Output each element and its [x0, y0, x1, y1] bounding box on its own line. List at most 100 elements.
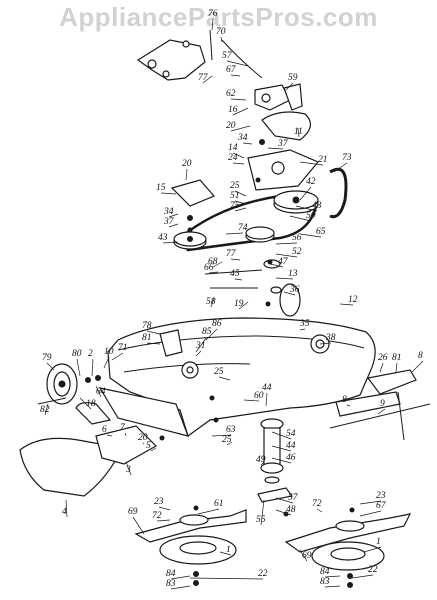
leader-line	[395, 362, 398, 373]
part-callout-20: 20	[138, 433, 148, 443]
leader-line	[275, 277, 294, 280]
leader-line	[324, 585, 341, 588]
part-callout-47: 47	[278, 257, 289, 267]
part-callout-45: 45	[230, 269, 240, 279]
part-callout-46: 46	[286, 453, 296, 463]
part-callout-50: 50	[306, 211, 316, 221]
part-callout-85: 85	[202, 327, 212, 337]
part-callout-72: 72	[312, 499, 322, 509]
leader-line	[168, 213, 179, 218]
leader-line	[211, 434, 232, 437]
leader-line	[146, 330, 161, 335]
leader-line	[158, 506, 171, 511]
leader-line	[295, 205, 318, 212]
part-callout-77: 77	[198, 73, 209, 83]
leader-line	[242, 142, 253, 145]
leader-line	[339, 303, 354, 306]
leader-line	[162, 241, 179, 244]
leader-line	[111, 352, 124, 361]
leader-line	[124, 432, 127, 437]
leader-line	[359, 510, 382, 517]
leader-line	[170, 575, 191, 580]
leader-line	[218, 376, 231, 381]
part-callout-48: 48	[286, 505, 296, 515]
gauge-wheel	[37, 363, 78, 405]
leader-line	[411, 360, 424, 373]
part-callout-11: 11	[294, 127, 303, 137]
leader-line	[377, 408, 386, 415]
leader-line	[79, 397, 92, 410]
fasteners	[85, 139, 355, 517]
leader-line	[91, 358, 94, 377]
part-callout-78: 78	[142, 321, 152, 331]
part-callout-65: 65	[316, 227, 326, 237]
leader-line	[230, 98, 247, 101]
leader-line	[230, 74, 241, 77]
leader-line	[359, 500, 382, 505]
leader-line	[226, 60, 249, 67]
leader-line	[142, 442, 145, 445]
leader-line	[271, 445, 292, 452]
leader-line	[260, 499, 265, 526]
leader-line	[170, 585, 191, 590]
leader-line	[230, 258, 241, 261]
part-callout-6: 6	[102, 425, 107, 435]
leader-line	[220, 36, 223, 43]
part-callout-81: 81	[392, 353, 402, 363]
deck-baffle	[75, 387, 189, 437]
part-callout-19: 19	[234, 299, 244, 309]
leader-line	[275, 253, 298, 258]
leader-line	[289, 215, 312, 222]
leader-line	[212, 261, 223, 268]
leader-line	[202, 75, 213, 84]
part-callout-74: 74	[238, 223, 248, 233]
leader-line	[316, 508, 323, 513]
part-callout-1: 1	[226, 545, 231, 555]
leader-line	[95, 385, 102, 398]
part-callout-23: 23	[376, 491, 386, 501]
part-callout-61: 61	[214, 499, 224, 509]
leader-line	[363, 546, 382, 553]
leader-line	[297, 127, 300, 138]
leader-line	[232, 107, 249, 116]
part-callout-62: 62	[226, 89, 236, 99]
blade-adapter-left	[159, 535, 237, 565]
leader-line	[106, 434, 113, 437]
part-callout-55: 55	[256, 515, 266, 525]
part-callout-21: 21	[318, 155, 328, 165]
spring-rod	[204, 269, 263, 275]
part-callout-4: 4	[62, 507, 67, 517]
part-callout-83: 83	[166, 579, 176, 589]
leader-line	[243, 399, 260, 402]
leader-line	[146, 342, 161, 345]
part-callout-18: 18	[86, 399, 96, 409]
part-callout-64: 64	[96, 387, 106, 397]
leader-line	[234, 207, 247, 212]
leader-line	[267, 147, 284, 150]
part-callout-26: 26	[378, 353, 388, 363]
leader-line	[205, 328, 218, 341]
bottom-bolts	[193, 571, 353, 588]
leader-line	[299, 549, 308, 562]
part-callout-44: 44	[262, 383, 272, 393]
leader-line	[379, 362, 384, 373]
leader-line	[76, 358, 81, 377]
part-callout-42: 42	[306, 177, 316, 187]
part-callout-77: 77	[226, 249, 237, 259]
part-callout-60: 60	[254, 391, 264, 401]
part-callout-22: 22	[258, 569, 268, 579]
part-callout-25: 25	[230, 181, 240, 191]
blade-right	[284, 513, 412, 553]
leader-line	[230, 125, 251, 132]
leader-line	[299, 186, 312, 201]
part-callout-67: 67	[376, 501, 387, 511]
leader-line	[299, 328, 306, 331]
part-callout-86: 86	[212, 319, 222, 329]
top-mounting-bracket	[136, 29, 263, 81]
chute-deflector	[19, 437, 123, 497]
part-callout-81: 81	[142, 333, 152, 343]
leader-line	[211, 18, 214, 31]
pulley-right	[245, 226, 275, 243]
